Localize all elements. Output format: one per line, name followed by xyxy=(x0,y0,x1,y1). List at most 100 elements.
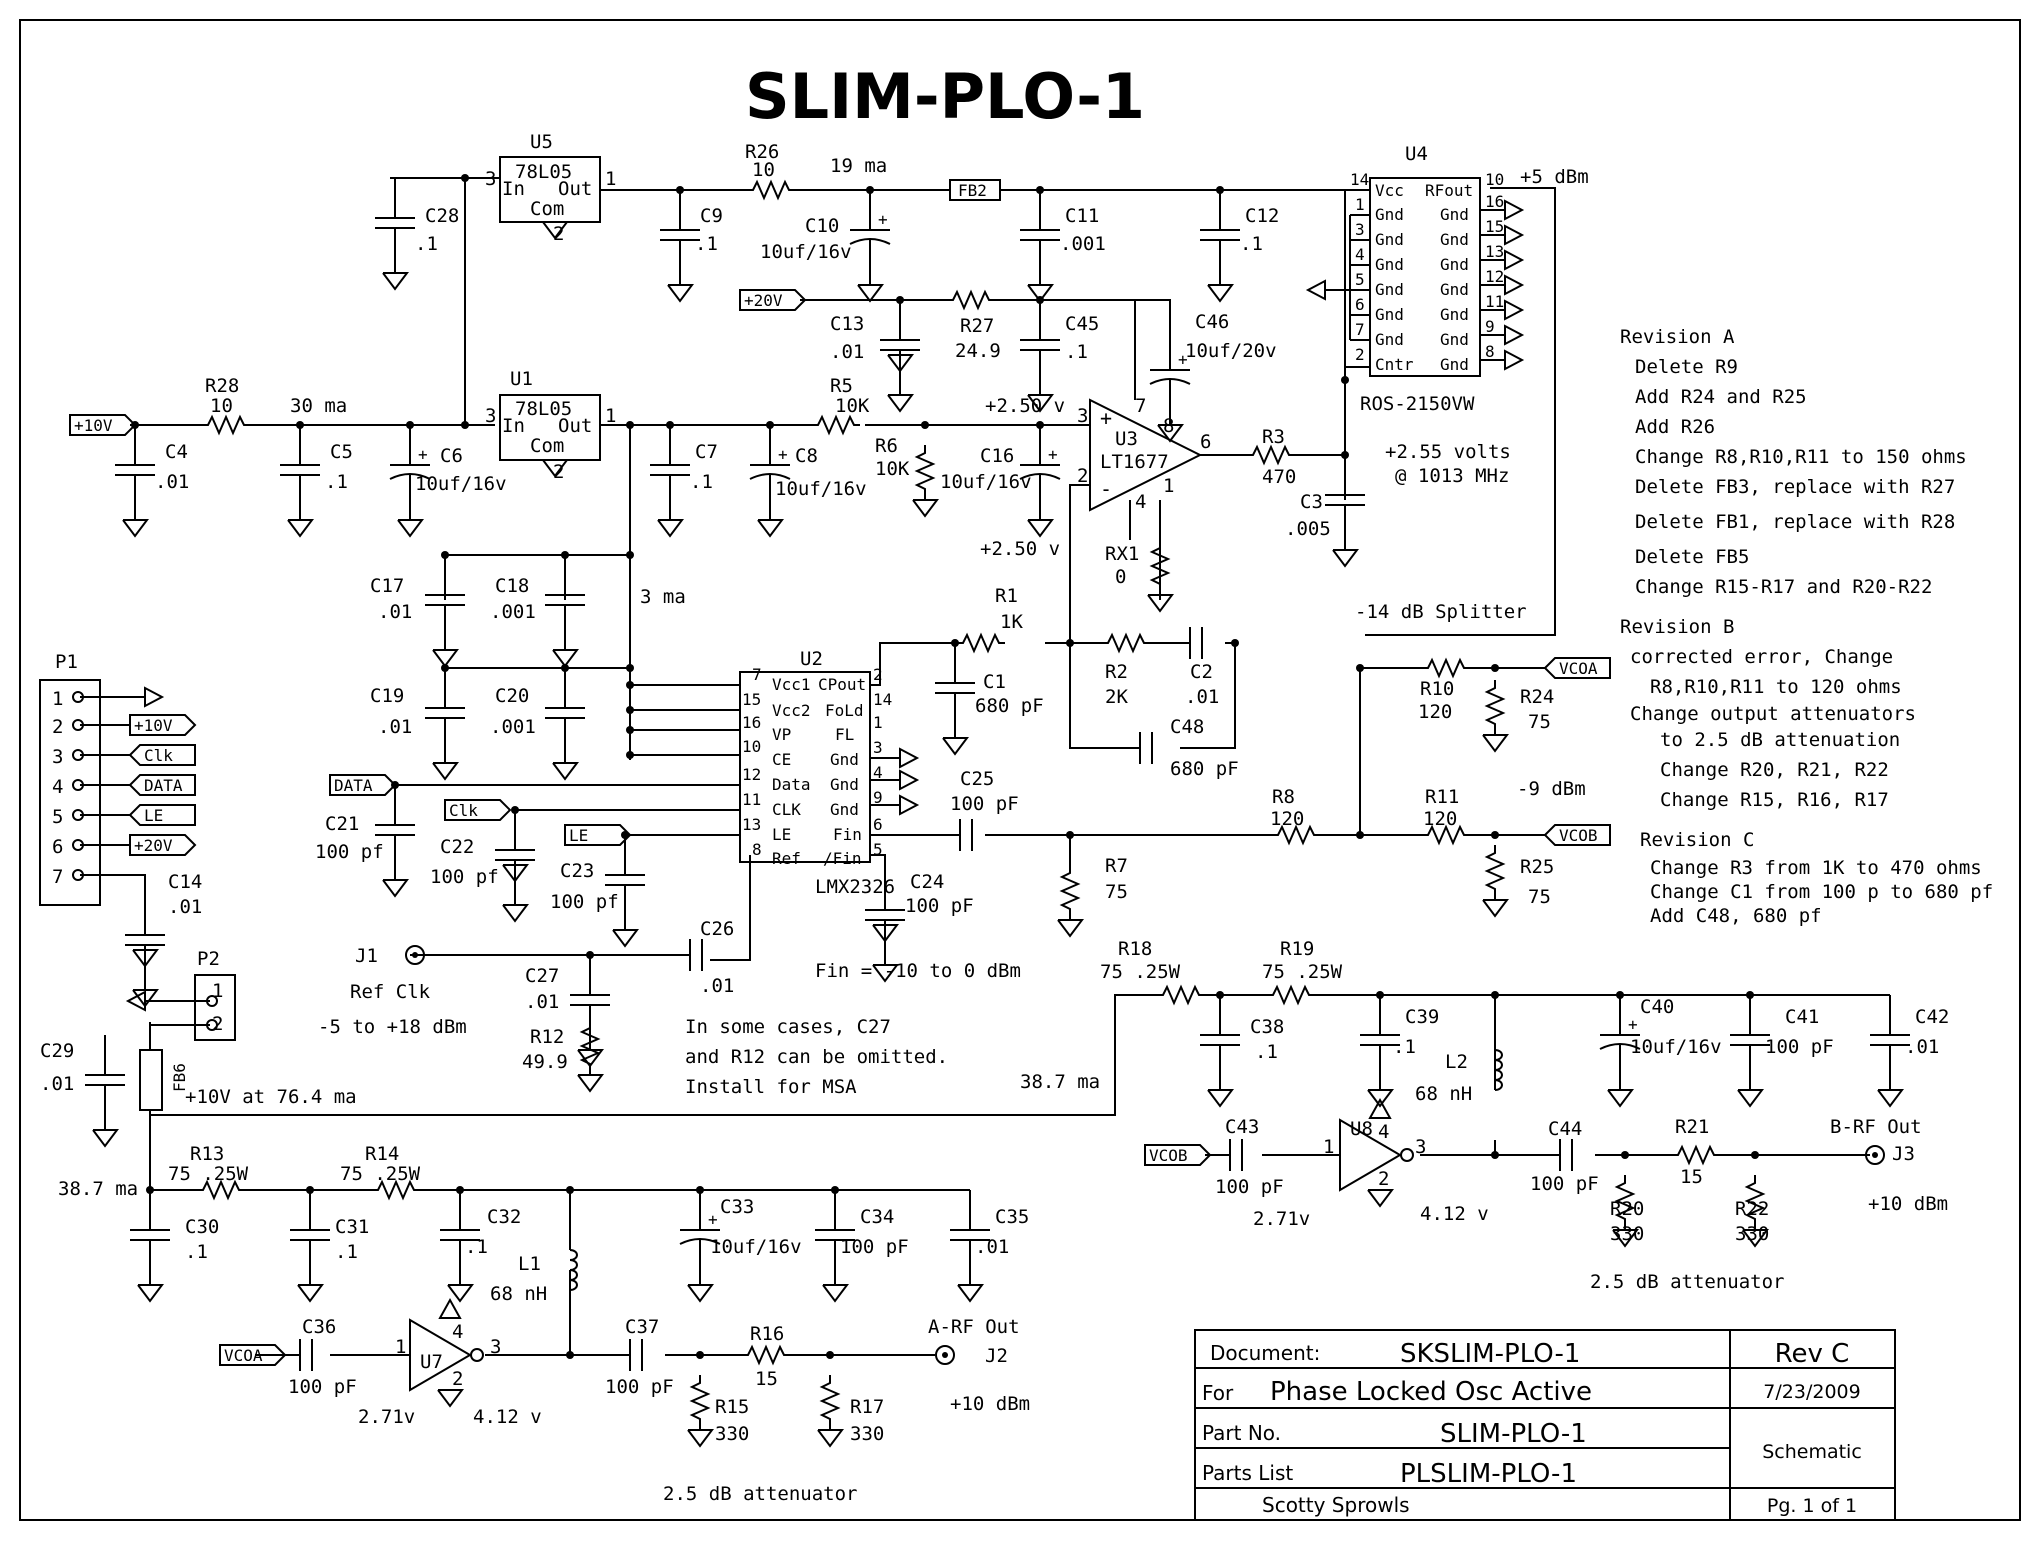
c22-ref: C22 xyxy=(440,836,474,858)
u4-gnd-r2: Gnd xyxy=(1440,230,1469,249)
u4-gnd-r1: Gnd xyxy=(1440,205,1469,224)
u2-pin2: 2 xyxy=(873,665,883,684)
p1-body xyxy=(39,679,101,906)
revision-line-16: Revision C xyxy=(1640,829,1754,851)
tb-parts-value: PLSLIM-PLO-1 xyxy=(1400,1459,1577,1489)
flag-vcob-in-label: VCOB xyxy=(1149,1146,1188,1165)
u2-gnd-arrow-0 xyxy=(899,747,920,769)
r13-value: 75 .25W xyxy=(168,1163,249,1185)
flag-10v-label: +10V xyxy=(74,416,113,435)
c28-ground xyxy=(382,272,409,291)
u2-pin-ce: CE xyxy=(772,750,791,769)
flag-p1-20v xyxy=(129,834,197,856)
r14-ref: R14 xyxy=(365,1143,399,1165)
frequency-1013: @ 1013 MHz xyxy=(1395,465,1509,487)
junction-22 xyxy=(626,681,634,689)
junction-31 xyxy=(1491,664,1499,672)
u2-pin-fold: FoLd xyxy=(825,701,864,720)
c3-ref: C3 xyxy=(1300,491,1323,513)
c41-ground xyxy=(1737,1089,1764,1108)
u4-pin4: 4 xyxy=(1355,245,1365,264)
u5-ground xyxy=(542,221,569,240)
r8-value: 120 xyxy=(1270,808,1304,830)
a-attenuator-label: 2.5 dB attenuator xyxy=(663,1483,857,1505)
u4-pin-rfout: RFout xyxy=(1425,181,1473,200)
svg-text:+: + xyxy=(778,445,788,464)
svg-text:+: + xyxy=(1178,350,1188,369)
r6-ground xyxy=(912,499,939,518)
c33-ref: C33 xyxy=(720,1196,754,1218)
c35-ground xyxy=(957,1284,984,1303)
fb6-ref: FB6 xyxy=(170,1063,189,1092)
u3-pin6: 6 xyxy=(1200,431,1211,453)
c40-ground xyxy=(1607,1089,1634,1108)
component-bodies xyxy=(39,156,1885,1392)
junction-7 xyxy=(406,421,414,429)
u8-body xyxy=(1339,1118,1402,1192)
c28-value: .1 xyxy=(415,233,438,255)
junction-dots xyxy=(72,174,1759,1359)
c18-value: .001 xyxy=(490,601,536,623)
junction-24 xyxy=(626,726,634,734)
u2-pin16: 16 xyxy=(742,713,761,732)
u4-pin3: 3 xyxy=(1355,220,1365,239)
wires xyxy=(80,177,1890,1356)
c14-ref: C14 xyxy=(168,871,202,893)
u8-ref: U8 xyxy=(1350,1118,1373,1140)
junction-12 xyxy=(921,421,929,429)
revision-line-7: Delete FB5 xyxy=(1635,546,1749,568)
revision-line-10: corrected error, Change xyxy=(1630,646,1893,668)
c45-ground xyxy=(1027,394,1054,413)
c24b-ground xyxy=(872,924,899,943)
junction-14 xyxy=(896,296,904,304)
c4-value: .01 xyxy=(155,471,189,493)
c28-ref: C28 xyxy=(425,205,459,227)
c20-ground xyxy=(552,762,579,781)
note-line3: Install for MSA xyxy=(685,1076,857,1098)
u8-pin4: 4 xyxy=(1378,1121,1389,1143)
junction-6 xyxy=(296,421,304,429)
c33-value: 10uf/16v xyxy=(710,1236,802,1258)
a-output-level: +10 dBm xyxy=(950,1393,1030,1415)
flag-vcoa xyxy=(1543,657,1611,679)
r1-value: 1K xyxy=(1000,611,1023,633)
r12-value: 49.9 xyxy=(522,1051,568,1073)
u8-pin1: 1 xyxy=(1323,1136,1334,1158)
u7-pin2: 2 xyxy=(452,1368,463,1390)
r18-value: 75 .25W xyxy=(1100,961,1181,983)
u4-gnd-arrow-5 xyxy=(1504,324,1525,346)
u8-pin3: 3 xyxy=(1415,1136,1426,1158)
u5-pin-in: In xyxy=(502,178,525,200)
tb-part-label: Part No. xyxy=(1202,1421,1281,1445)
u4-gnd-r5: Gnd xyxy=(1440,305,1469,324)
u2-pin-gnd1: Gnd xyxy=(830,750,859,769)
r3-value: 470 xyxy=(1262,466,1296,488)
r26-ref: R26 xyxy=(745,141,779,163)
r28-ref: R28 xyxy=(205,375,239,397)
c25-value: 100 pF xyxy=(950,793,1019,815)
revision-line-5: Delete FB3, replace with R27 xyxy=(1635,476,1955,498)
junction-37 xyxy=(1491,991,1499,999)
c19-ground xyxy=(432,762,459,781)
c32-value: .1 xyxy=(465,1236,488,1258)
u7-ref: U7 xyxy=(420,1351,443,1373)
p2-ref: P2 xyxy=(197,948,220,970)
tb-author: Scotty Sprowls xyxy=(1262,1493,1410,1517)
u4-gnd-l6: Gnd xyxy=(1375,330,1404,349)
u2-pin11: 11 xyxy=(742,790,761,809)
u2-pin8: 8 xyxy=(752,840,762,859)
flag-p1-clk xyxy=(128,744,196,766)
c2-ref: C2 xyxy=(1190,661,1213,683)
r20-ref: R20 xyxy=(1610,1198,1644,1220)
revision-line-14: Change R20, R21, R22 xyxy=(1660,759,1889,781)
c33-ground xyxy=(687,1284,714,1303)
p1-pin-circle-2 xyxy=(72,749,84,761)
voltage-255: +2.55 volts xyxy=(1385,441,1511,463)
junction-53 xyxy=(561,551,569,559)
r6-value: 10K xyxy=(875,458,910,480)
c19-value: .01 xyxy=(378,716,412,738)
u4-gnd-arrow-6 xyxy=(1504,349,1525,371)
junction-9 xyxy=(626,421,634,429)
r27-resistor xyxy=(945,289,995,311)
flag-vcob-label: VCOB xyxy=(1559,826,1598,845)
